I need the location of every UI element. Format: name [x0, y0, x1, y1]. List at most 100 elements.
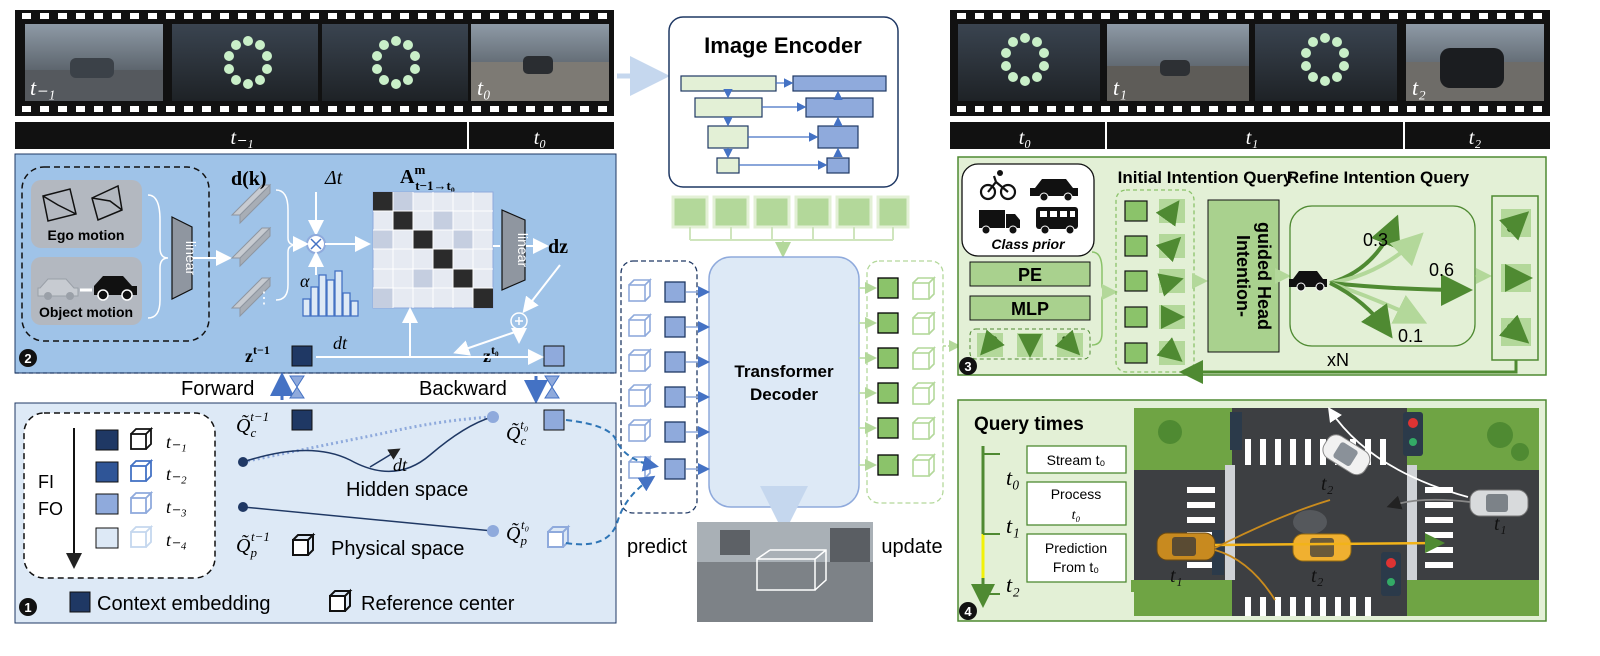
legend-time: t₋₂ [166, 464, 187, 484]
scene-label: t₁ [1170, 565, 1183, 587]
car-icon [1156, 532, 1216, 561]
svg-text:2: 2 [24, 351, 31, 366]
car-icon [1289, 271, 1327, 292]
query-time: t₁ [1006, 513, 1020, 538]
transformer-decoder: Transformer Decoder [708, 256, 860, 534]
scene-label: t₁ [1494, 513, 1507, 535]
step-badge [959, 357, 977, 375]
pe-label: PE [1018, 265, 1042, 285]
query-times-panel: Query times t₀ t₁ t₂ Stream t₀ Process t… [957, 399, 1547, 622]
reference-center-label: Reference center [361, 593, 515, 615]
query-times-title: Query times [974, 414, 1084, 435]
frame-image [322, 24, 468, 101]
feature-tokens [671, 195, 910, 258]
legend-time: t₋₃ [166, 497, 187, 517]
process-label-line2: t₀ [1072, 508, 1081, 523]
camera-frustum-icon [42, 184, 123, 222]
bounding-box-3d-icon [756, 549, 827, 591]
association-matrix [372, 191, 494, 309]
prediction-label-line1: Prediction [1045, 540, 1107, 556]
timeline-bar [15, 122, 614, 149]
linear2-label: linear [515, 233, 531, 268]
delta-t-label: Δt [324, 167, 343, 189]
timeline-bar [950, 122, 1550, 149]
car-icon [1292, 533, 1352, 562]
fi-label: FI [38, 472, 54, 492]
predict-label: predict [627, 536, 687, 558]
intersection-scene: t₂ t₁ t₁ t₂ [1131, 407, 1539, 616]
prob-label: 0.6 [1429, 260, 1454, 280]
alpha-label: α [300, 271, 310, 291]
svg-text:⋮: ⋮ [256, 290, 272, 307]
ego-motion-label: Ego motion [48, 227, 125, 243]
step-badge [959, 602, 977, 620]
car-icon [37, 276, 137, 301]
filmstrip-right: t₁ t₂ t₀ t₁ t₂ [950, 10, 1550, 149]
stream-label: Stream t₀ [1047, 452, 1106, 468]
class-prior-label: Class prior [991, 236, 1066, 252]
dk-label: d(k) [231, 168, 267, 190]
initial-query-label: Initial Intention Query [1118, 168, 1293, 187]
hourglass-icon [289, 375, 305, 399]
bicycle-icon [979, 175, 1017, 201]
step-badge [19, 598, 37, 616]
scene-label: t₂ [1321, 473, 1334, 495]
mlp-label: MLP [1011, 299, 1049, 319]
encoder-title: Image Encoder [704, 33, 862, 58]
histogram-icon [302, 270, 359, 317]
loading-spinner-icon [224, 36, 272, 89]
qp-curr-label: Q̃pt₀ [506, 517, 529, 548]
space-panel: FI FO t₋₁ t₋₂ t₋₃ t₋₄ Q̃ct−1 Q̃ct₀ Q̃pt−… [14, 402, 617, 624]
fo-label: FO [38, 499, 63, 519]
timeline-label: t₋₁ [230, 127, 253, 149]
query-time: t₀ [1006, 465, 1020, 490]
reference-center-icon [292, 532, 316, 556]
hidden-space-label: Hidden space [346, 479, 468, 501]
prediction-thumbnail [697, 522, 873, 622]
truck-icon [979, 210, 1020, 235]
timeline-label: t₀ [1019, 127, 1032, 149]
timeline-label: t₂ [1469, 127, 1482, 149]
car-icon [1322, 434, 1371, 476]
frame-image [172, 24, 318, 101]
reference-center-icon [329, 588, 353, 612]
hourglass-icon [544, 375, 560, 399]
context-embedding-label: Context embedding [97, 593, 270, 615]
svg-text:3: 3 [964, 359, 971, 374]
head-label-line2: guided Head [1254, 222, 1274, 330]
timeline-label: t₁ [1246, 127, 1259, 149]
frame-label: t₂ [1412, 75, 1426, 100]
dt-label: dt [393, 455, 408, 475]
feature-stack: ⋮ [230, 183, 272, 318]
input-query-column [620, 260, 710, 514]
frame-label: t₀ [477, 75, 491, 100]
car-icon [1469, 489, 1529, 517]
forward-label: Forward [181, 378, 254, 400]
frame-label: t₁ [1113, 75, 1127, 100]
loading-spinner-icon [1001, 33, 1049, 86]
prob-label: 0.1 [1398, 326, 1423, 346]
legend-time: t₋₄ [166, 530, 187, 550]
reference-center-icon [547, 524, 571, 548]
qc-curr-label: Q̃ct₀ [506, 417, 528, 448]
scene-label: t₂ [1311, 565, 1324, 587]
filmstrip-left: t₋₁ t₀ t₋₁ t₀ [15, 10, 614, 149]
svg-text:1: 1 [24, 600, 31, 615]
output-query-column [859, 260, 961, 504]
dt-label: dt [333, 333, 348, 353]
timeline-label: t₀ [534, 127, 547, 149]
query-time: t₂ [1006, 572, 1020, 597]
motion-panel: Ego motion Object motion linear ⋮ d(k) Δ… [14, 153, 617, 374]
object-motion-label: Object motion [39, 304, 133, 320]
refine-query-label: Refine Intention Query [1287, 168, 1470, 187]
dz-label: dz [548, 236, 568, 258]
update-label: update [881, 536, 942, 558]
step-badge [19, 349, 37, 367]
svg-text:4: 4 [964, 604, 972, 619]
frame-label: t₋₁ [30, 75, 55, 100]
head-label-line1: Intention- [1233, 235, 1253, 317]
process-label-line1: Process [1051, 486, 1102, 502]
legend-time: t₋₁ [166, 432, 187, 452]
xn-label: xN [1327, 350, 1349, 370]
